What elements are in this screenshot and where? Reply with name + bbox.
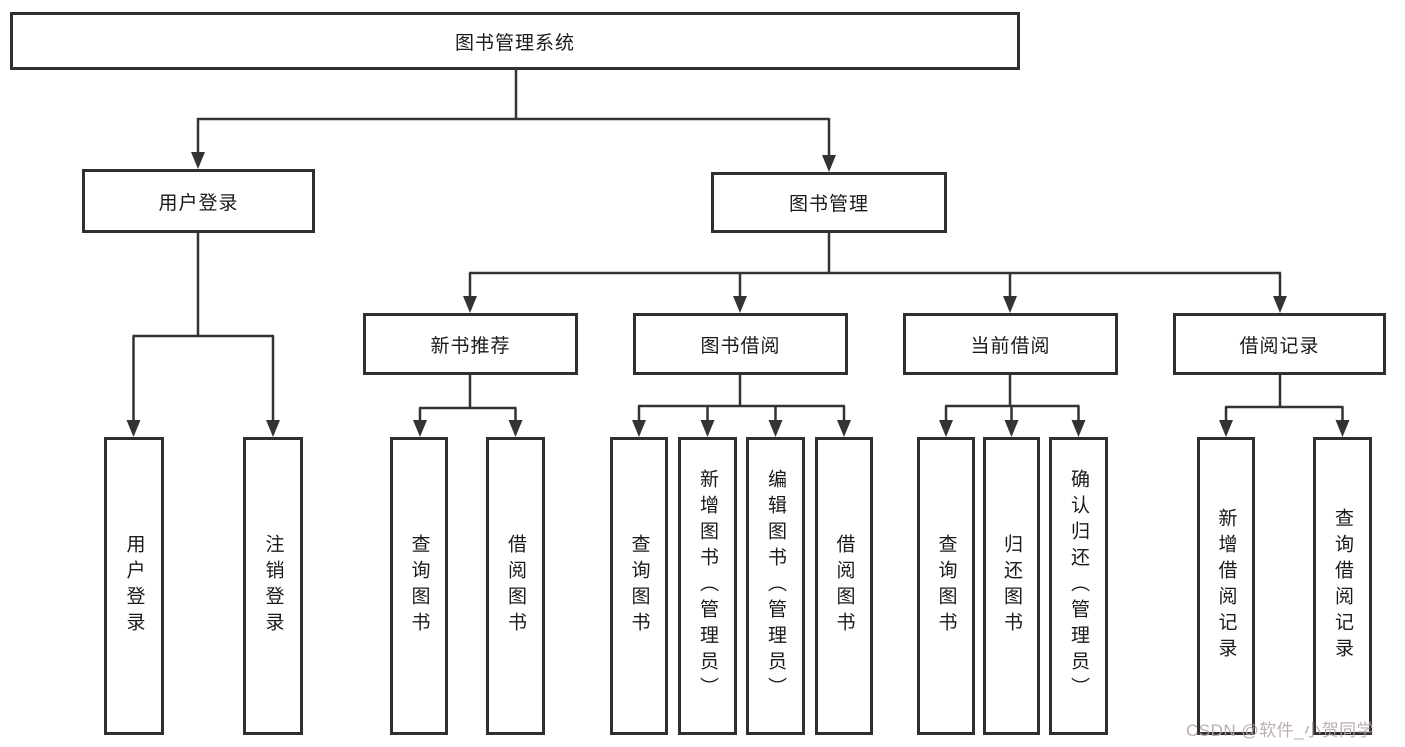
leaf-logout: 注销登录 (243, 437, 303, 735)
leaf-query-books-recommend: 查询图书 (390, 437, 448, 735)
leaf-edit-books-admin: 编辑图书（管理员） (746, 437, 805, 735)
leaf-query-books-borrowing-label: 查询图书 (628, 534, 650, 638)
leaf-confirm-return-admin: 确认归还（管理员） (1049, 437, 1108, 735)
node-new-book-recommend: 新书推荐 (363, 313, 578, 375)
leaf-return-books-label: 归还图书 (1001, 534, 1022, 638)
node-book-management: 图书管理 (711, 172, 947, 233)
leaf-query-books-recommend-label: 查询图书 (408, 534, 430, 638)
csdn-watermark: CSDN @软件_小贺同学 (1186, 721, 1375, 740)
leaf-borrow-books-recommend-label: 借阅图书 (505, 534, 526, 638)
leaf-add-books-admin-label: 新增图书（管理员） (697, 469, 718, 703)
leaf-query-books-current-label: 查询图书 (935, 534, 957, 638)
node-user-login: 用户登录 (82, 169, 315, 233)
leaf-add-borrow-record: 新增借阅记录 (1197, 437, 1255, 735)
leaf-query-borrow-record: 查询借阅记录 (1313, 437, 1372, 735)
leaf-logout-label: 注销登录 (262, 534, 284, 638)
node-user-login-label: 用户登录 (158, 192, 239, 214)
leaf-add-borrow-record-label: 新增借阅记录 (1215, 508, 1237, 664)
node-current-borrowing: 当前借阅 (903, 313, 1118, 375)
leaf-user-login: 用户登录 (104, 437, 164, 735)
node-book-borrowing-label: 图书借阅 (700, 335, 781, 357)
node-library-system-label: 图书管理系统 (454, 32, 575, 54)
node-library-system: 图书管理系统 (10, 12, 1020, 70)
leaf-borrow-books-label: 借阅图书 (833, 534, 855, 638)
leaf-user-login-label: 用户登录 (123, 534, 145, 638)
leaf-add-books-admin: 新增图书（管理员） (678, 437, 737, 735)
leaf-borrow-books: 借阅图书 (815, 437, 873, 735)
leaf-confirm-return-admin-label: 确认归还（管理员） (1068, 469, 1089, 703)
leaf-query-books-borrowing: 查询图书 (610, 437, 668, 735)
node-borrow-records: 借阅记录 (1173, 313, 1386, 375)
node-book-management-label: 图书管理 (788, 194, 869, 215)
leaf-borrow-books-recommend: 借阅图书 (486, 437, 545, 735)
node-book-borrowing: 图书借阅 (633, 313, 848, 375)
node-current-borrowing-label: 当前借阅 (970, 335, 1051, 357)
node-new-book-recommend-label: 新书推荐 (430, 335, 511, 357)
node-borrow-records-label: 借阅记录 (1239, 335, 1320, 357)
leaf-edit-books-admin-label: 编辑图书（管理员） (765, 469, 786, 703)
leaf-return-books: 归还图书 (983, 437, 1040, 735)
leaf-query-borrow-record-label: 查询借阅记录 (1332, 508, 1353, 664)
leaf-query-books-current: 查询图书 (917, 437, 975, 735)
